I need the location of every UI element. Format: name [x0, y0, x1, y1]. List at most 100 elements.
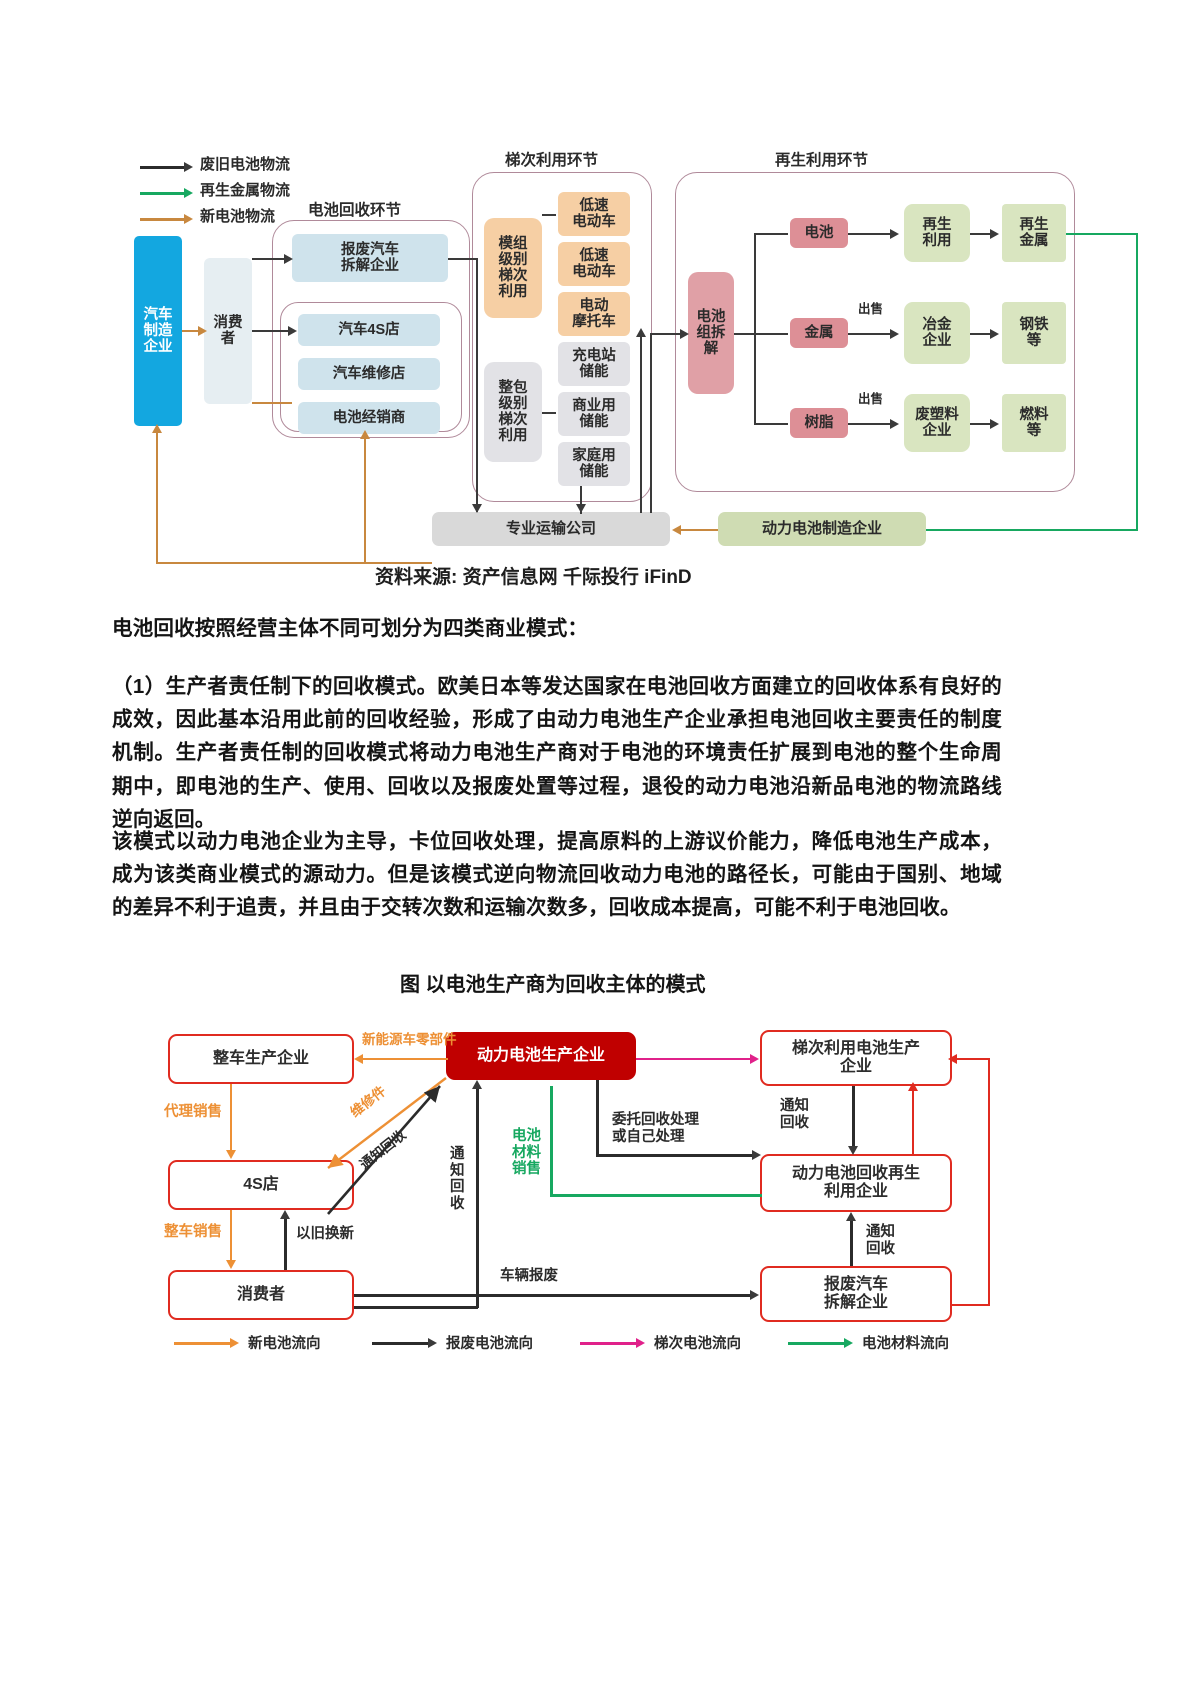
node-auto-maker: 汽车 制造 企业	[134, 236, 182, 426]
node-pack-cascade: 整包 级别 梯次 利用	[484, 362, 542, 462]
edge-arrow-back-dealer	[359, 430, 370, 439]
edge-regen-metal-out	[1066, 233, 1138, 236]
node-electric-motorcycle: 电动 摩托车	[558, 292, 630, 336]
node-consumer: 消费者	[168, 1270, 354, 1320]
edge-pack-a	[542, 412, 556, 415]
node-charging-storage: 充电站 储能	[558, 342, 630, 386]
edge-regen-to-cascade	[912, 1088, 915, 1156]
node-low-speed-ev-1: 低速 电动车	[558, 192, 630, 236]
paragraph-intro: 电池回收按照经营主体不同可划分为四类商业模式：	[112, 617, 589, 640]
edge-disassembly-down	[650, 333, 653, 513]
legend2-line-battery-material	[788, 1342, 846, 1345]
edge-label-vehicle-sales: 整车销售	[164, 1224, 222, 1240]
edge-to-resin	[754, 423, 788, 426]
node-battery-maker: 动力电池生产企业	[446, 1032, 636, 1080]
edge-vehicle-scrap	[354, 1294, 754, 1297]
edge-arrow-plastic-fuel	[990, 418, 999, 429]
edge-label-trade-in: 以旧换新	[296, 1226, 354, 1242]
figure-battery-maker-recycling-model: 整车生产企业 动力电池生产企业 梯次利用电池生产 企业 4S店 动力电池回收再生…	[150, 1018, 1150, 1358]
legend-arrow-regen-metal	[184, 187, 193, 198]
edge-arrow-metallurgy-steel	[990, 328, 999, 339]
edge-entrust-h	[596, 1154, 756, 1157]
edge-consumer-4s	[252, 330, 292, 333]
node-low-speed-ev-2: 低速 电动车	[558, 242, 630, 286]
edge-green-vertical	[1136, 233, 1139, 531]
edge-arrow-notify-recycle-2	[471, 1080, 482, 1089]
edge-arrow-cascade-flow	[750, 1053, 759, 1064]
paragraph-1: （1）生产者责任制下的回收模式。欧美日本等发达国家在电池回收方面建立的回收体系有…	[112, 675, 1002, 831]
edge-label-sell-metal: 出售	[858, 302, 884, 316]
edge-agent-sales	[230, 1084, 233, 1154]
edge-regen-metal	[970, 233, 994, 236]
edge-right-rail-bottom	[952, 1304, 990, 1307]
edge-to-disassembly	[650, 333, 684, 336]
node-battery-dealer: 电池经销商	[298, 402, 440, 434]
edge-cascade-down	[640, 333, 643, 513]
node-regen-metal: 再生 金属	[1002, 204, 1066, 262]
legend2-label-new-battery: 新电池流向	[248, 1336, 321, 1352]
edge-arrow-trade-in	[279, 1210, 290, 1219]
node-battery: 电池	[790, 218, 848, 248]
node-resin: 树脂	[790, 408, 848, 438]
node-battery-manufacturer: 动力电池制造企业	[718, 512, 926, 546]
figure-battery-recycling-chain: 废旧电池物流 再生金属物流 新电池物流 电池回收环节 梯次利用环节 再生利用环节…	[120, 130, 1139, 565]
edge-metal-metallurgy	[848, 333, 894, 336]
node-waste-plastic: 废塑料 企业	[904, 394, 970, 452]
legend2-line-cascade-battery	[580, 1342, 638, 1345]
edge-arrow-right-rail	[948, 1053, 957, 1064]
edge-metallurgy-steel	[970, 333, 994, 336]
edge-arrow-nev-parts	[354, 1053, 363, 1064]
group-title-recycling: 电池回收环节	[308, 202, 402, 219]
edge-notify-recycle-2-v	[476, 1086, 479, 1308]
edge-battery-material-h	[550, 1194, 762, 1197]
edge-green-return	[926, 529, 1138, 532]
legend2-line-scrap-battery	[372, 1342, 430, 1345]
edge-notify-recycle-2-h	[354, 1306, 478, 1309]
node-recycle-regen-company: 动力电池回收再生 利用企业	[760, 1154, 952, 1212]
edge-arrow-resin-plastic	[890, 418, 899, 429]
edge-notify-recycle-3	[852, 1086, 855, 1148]
edge-arrow-regen-to-cascade	[907, 1082, 918, 1091]
legend-label-new-battery: 新电池物流	[200, 208, 276, 225]
node-commercial-storage: 商业用 储能	[558, 392, 630, 436]
edge-oem-consumer	[182, 330, 200, 333]
legend-line-regen-metal	[140, 192, 186, 195]
edge-disassembly-out	[734, 333, 756, 336]
edge-label-entrust-recycle: 委托回收处理 或自己处理	[612, 1112, 699, 1145]
edge-transport-back	[156, 562, 432, 565]
figure2-caption: 图 以电池生产商为回收主体的模式	[400, 974, 706, 996]
edge-arrow-notify-recycle-3	[847, 1146, 858, 1155]
edge-label-agent-sales: 代理销售	[164, 1104, 222, 1120]
legend2-arrow-battery-material	[844, 1337, 853, 1348]
edge-disassembly-trunk	[754, 233, 757, 425]
edge-arrow-notify-recycle-4	[845, 1212, 856, 1221]
legend2-label-battery-material: 电池材料流向	[862, 1336, 949, 1352]
node-4s-store: 4S店	[168, 1160, 354, 1210]
legend-line-new-battery	[140, 218, 186, 221]
edge-transport-back-up2	[364, 436, 367, 564]
group-title-cascade: 梯次利用环节	[505, 152, 599, 169]
node-home-storage: 家庭用 储能	[558, 442, 630, 486]
edge-label-notify-recycle-2: 通 知 回 收	[450, 1146, 465, 1213]
node-pack-disassembly: 电池 组拆 解	[688, 272, 734, 394]
edge-arrow-scrap-transport	[471, 504, 482, 513]
edge-right-rail-top	[952, 1058, 990, 1061]
edge-consumer-scrap	[252, 258, 288, 261]
edge-notify-recycle-4	[850, 1218, 853, 1266]
edge-module-a	[542, 214, 556, 217]
edge-trade-in	[284, 1216, 287, 1270]
legend-label-regen-metal: 再生金属物流	[200, 182, 291, 199]
node-metal: 金属	[790, 318, 848, 348]
legend2-arrow-cascade-battery	[636, 1337, 645, 1348]
edge-scrap-down	[476, 258, 479, 512]
node-scrap-car-company: 报废汽车 拆解企业	[292, 234, 448, 282]
edge-consumer-orange	[252, 402, 292, 405]
node-regen-use: 再生 利用	[904, 204, 970, 262]
edge-arrow-consumer-4s	[288, 325, 297, 336]
edge-label-vehicle-scrap: 车辆报废	[500, 1268, 558, 1284]
node-transport-company: 专业运输公司	[432, 512, 670, 546]
edge-arrow-cascade-up	[635, 328, 646, 337]
node-metallurgy: 冶金 企业	[904, 302, 970, 364]
edge-arrow-regen-metal2	[990, 228, 999, 239]
legend2-arrow-scrap-battery	[428, 1337, 437, 1348]
